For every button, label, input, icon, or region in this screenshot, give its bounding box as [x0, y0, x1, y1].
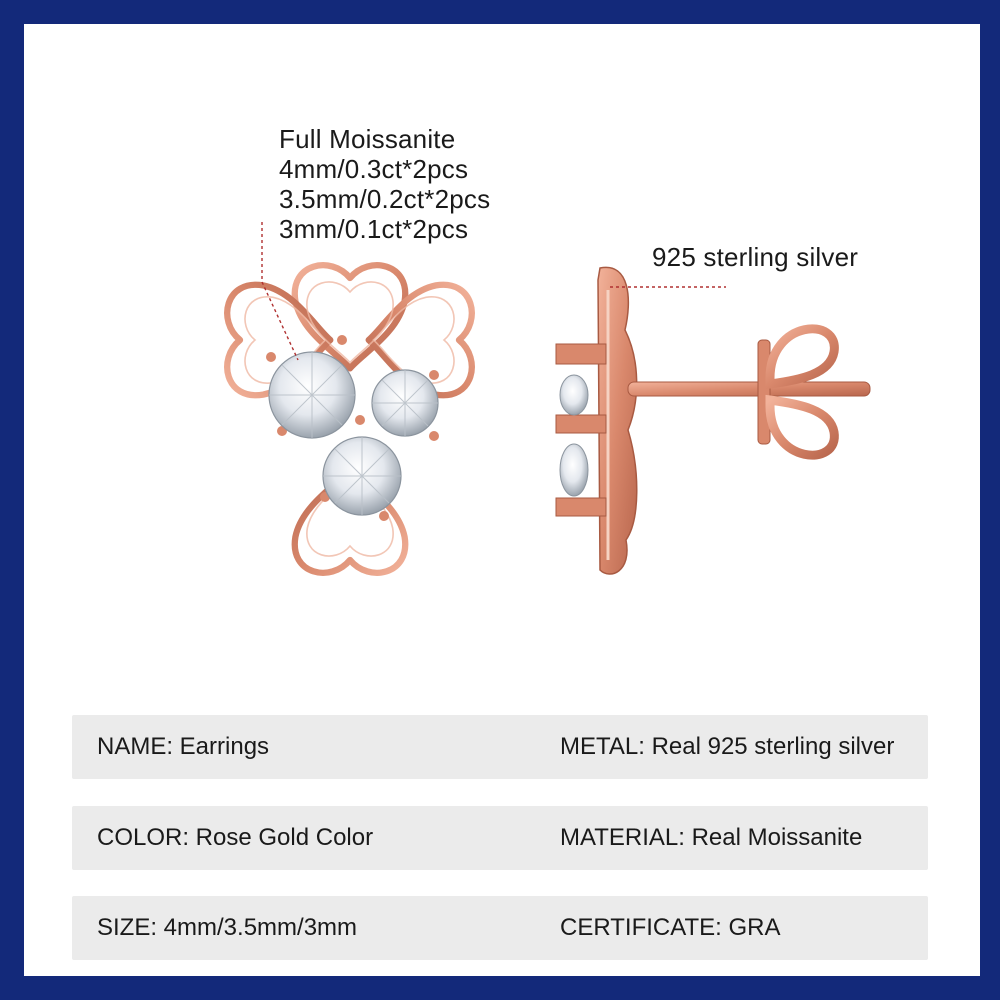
earring-illustration	[0, 222, 871, 640]
spec-material: MATERIAL: Real Moissanite	[560, 824, 863, 851]
spec-row: SIZE: 4mm/3.5mm/3mm CERTIFICATE: GRA	[72, 896, 928, 960]
spec-name: NAME: Earrings	[97, 733, 270, 760]
earring-front-view	[227, 265, 472, 573]
moissanite-callout: Full Moissanite 4mm/0.3ct*2pcs 3.5mm/0.2…	[279, 124, 490, 244]
spec-size: SIZE: 4mm/3.5mm/3mm	[97, 914, 358, 941]
callout-line: 3mm/0.1ct*2pcs	[279, 214, 469, 244]
spec-metal: METAL: Real 925 sterling silver	[560, 733, 895, 760]
spec-row: NAME: Earrings METAL: Real 925 sterling …	[72, 715, 928, 779]
spec-row: COLOR: Rose Gold Color MATERIAL: Real Mo…	[72, 806, 928, 870]
callout-line: 4mm/0.3ct*2pcs	[279, 154, 469, 184]
spec-color: COLOR: Rose Gold Color	[97, 824, 374, 851]
spec-certificate: CERTIFICATE: GRA	[560, 914, 781, 941]
earring-side-view	[555, 266, 871, 575]
callout-leader-lines	[261, 222, 726, 361]
metal-callout: 925 sterling silver	[652, 242, 859, 272]
callout-line: Full Moissanite	[279, 124, 456, 154]
callout-line: 3.5mm/0.2ct*2pcs	[279, 184, 491, 214]
